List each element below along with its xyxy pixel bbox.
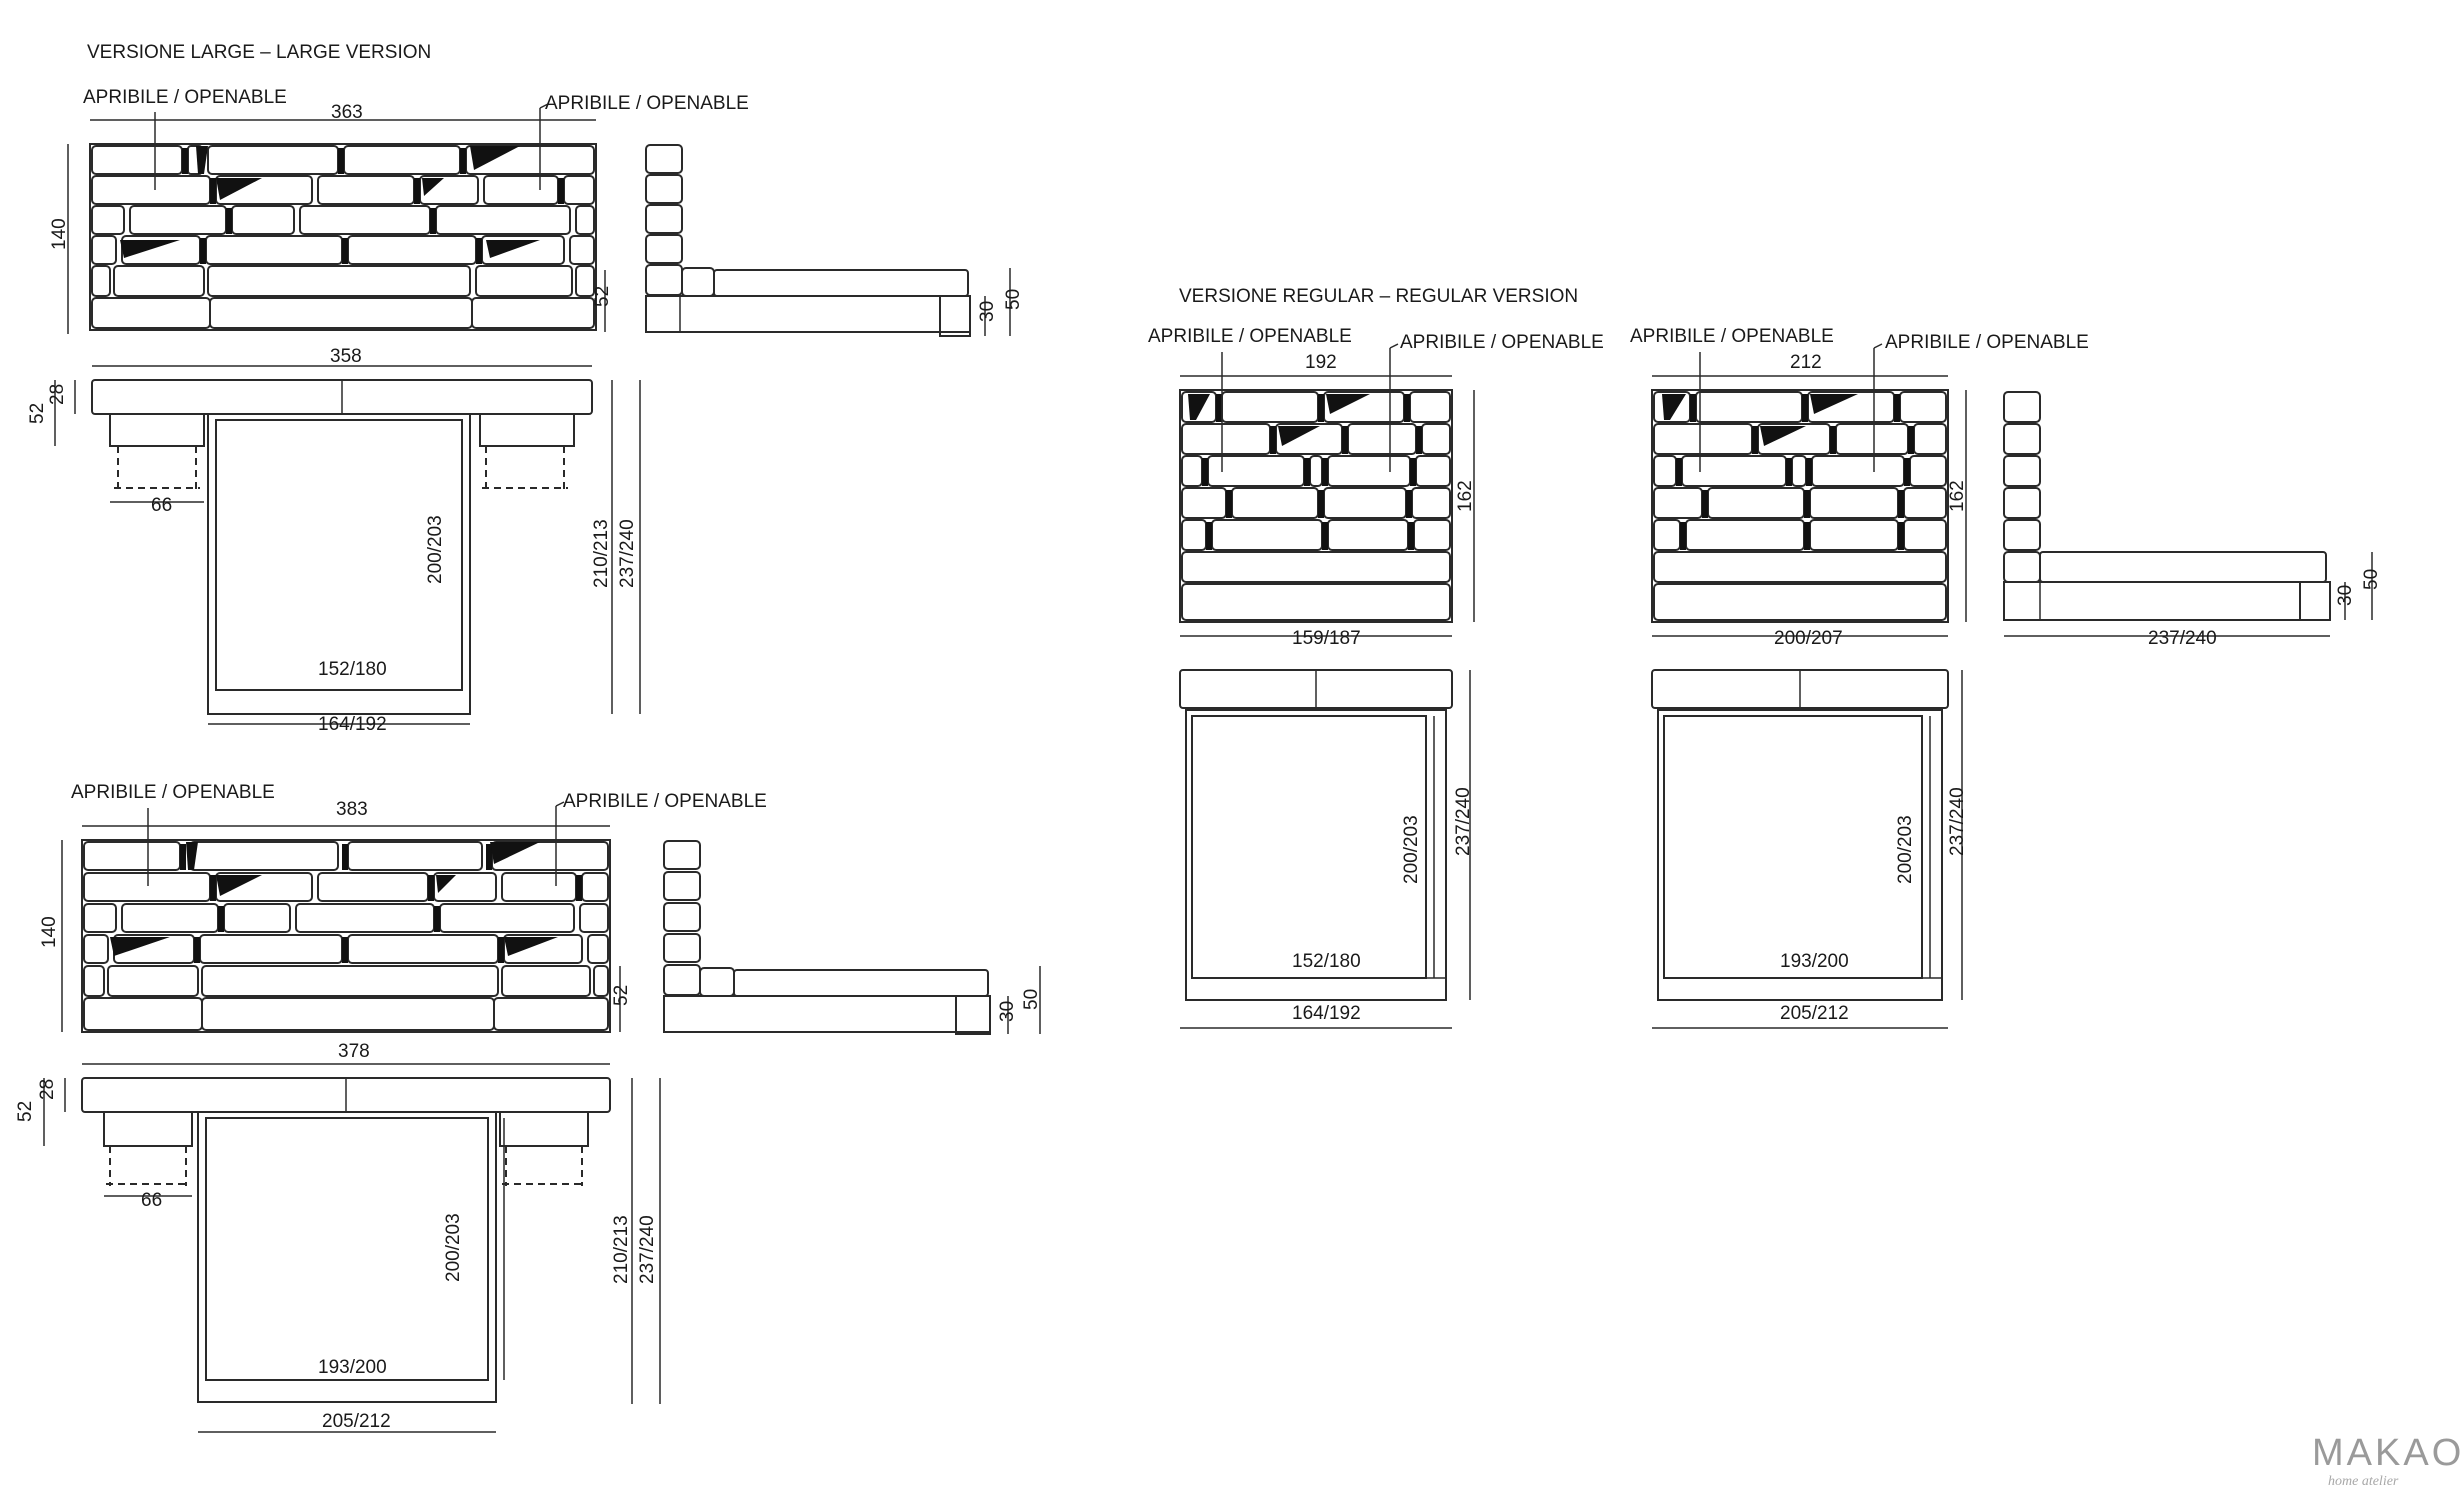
dim-outer-width: 205/212 <box>1780 1003 1849 1024</box>
dim-side-h2: 50 <box>2361 568 2382 590</box>
dim-height: 162 <box>1455 480 1476 512</box>
dim-drawer: 66 <box>141 1190 163 1211</box>
openable-label-left: APRIBILE / OPENABLE <box>71 782 275 803</box>
dim-inner-width: 193/200 <box>318 1357 387 1378</box>
dim-total-a: 210/213 <box>611 1215 632 1284</box>
dim-side-h1: 30 <box>2335 584 2356 606</box>
dim-inner-width: 193/200 <box>1780 951 1849 972</box>
openable-label-left: APRIBILE / OPENABLE <box>1148 326 1352 347</box>
dim-width: 363 <box>331 102 363 123</box>
dim-plan-h2: 28 <box>47 383 68 405</box>
dim-total: 237/240 <box>1453 787 1474 856</box>
dim-total: 237/240 <box>1947 787 1968 856</box>
dim-height: 162 <box>1947 480 1968 512</box>
dim-plan-width: 358 <box>330 346 362 367</box>
dim-outer-width: 164/192 <box>318 714 387 735</box>
dim-width: 192 <box>1305 352 1337 373</box>
large-bottom-plan-view <box>81 1077 611 1403</box>
large-section-title: VERSIONE LARGE – LARGE VERSION <box>87 42 432 63</box>
regular-side-view <box>2003 391 2331 621</box>
dim-length: 200/203 <box>1895 815 1916 884</box>
openable-label-left: APRIBILE / OPENABLE <box>1630 326 1834 347</box>
brand-logo: MAKAO <box>2312 1432 2463 1474</box>
regular-left-front <box>1179 389 1453 623</box>
dim-side-h2: 50 <box>1003 288 1024 310</box>
openable-label-left: APRIBILE / OPENABLE <box>83 87 287 108</box>
large-top-side-view <box>645 144 971 337</box>
large-bottom-side-view <box>663 840 991 1035</box>
dim-base-width: 159/187 <box>1292 628 1361 649</box>
dim-inner-width: 152/180 <box>1292 951 1361 972</box>
dim-length: 200/203 <box>1401 815 1422 884</box>
dim-width: 383 <box>336 799 368 820</box>
dim-height: 140 <box>49 218 70 250</box>
dim-height: 140 <box>39 916 60 948</box>
large-top-plan-view <box>91 379 593 715</box>
openable-label-right: APRIBILE / OPENABLE <box>1885 332 2089 353</box>
dim-plan-h2: 28 <box>37 1078 58 1100</box>
brand-tagline: home atelier <box>2328 1474 2399 1489</box>
dim-plan-width: 378 <box>338 1041 370 1062</box>
dim-side-h1: 30 <box>977 300 998 322</box>
dim-drawer: 66 <box>151 495 173 516</box>
dim-plan-h1: 52 <box>27 402 48 424</box>
regular-left-plan-view <box>1179 669 1453 1001</box>
dim-total-b: 237/240 <box>637 1215 658 1284</box>
openable-label-right: APRIBILE / OPENABLE <box>1400 332 1604 353</box>
dim-total-a: 210/213 <box>591 519 612 588</box>
regular-section-title: VERSIONE REGULAR – REGULAR VERSION <box>1179 286 1579 307</box>
large-headboard-front <box>89 143 597 331</box>
dim-base: 52 <box>611 984 632 1006</box>
dim-side-h1: 30 <box>997 1000 1018 1022</box>
dim-inner-width: 152/180 <box>318 659 387 680</box>
dim-length: 200/203 <box>425 515 446 584</box>
dim-side-h2: 50 <box>1021 988 1042 1010</box>
dim-outer-width: 164/192 <box>1292 1003 1361 1024</box>
dim-length: 200/203 <box>443 1213 464 1282</box>
dim-outer-width: 205/212 <box>322 1411 391 1432</box>
large-bottom-headboard-front <box>81 839 611 1033</box>
dim-base-width: 200/207 <box>1774 628 1843 649</box>
dim-side-length: 237/240 <box>2148 628 2217 649</box>
dim-plan-h1: 52 <box>15 1100 36 1122</box>
openable-label-right: APRIBILE / OPENABLE <box>563 791 767 812</box>
dim-width: 212 <box>1790 352 1822 373</box>
openable-label-right: APRIBILE / OPENABLE <box>545 93 749 114</box>
regular-right-plan-view <box>1651 669 1949 1001</box>
dim-total-b: 237/240 <box>617 519 638 588</box>
regular-right-front <box>1651 389 1949 623</box>
dim-base: 52 <box>592 285 613 307</box>
